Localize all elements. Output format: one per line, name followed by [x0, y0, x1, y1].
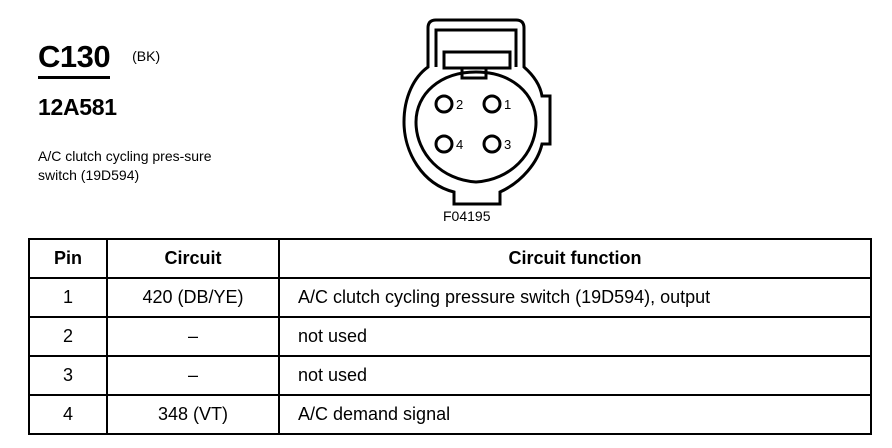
table-row: 3 – not used — [28, 355, 872, 396]
pin-label-4: 4 — [456, 137, 463, 152]
header-pin: Pin — [28, 238, 108, 279]
function-cell: not used — [278, 316, 872, 357]
function-cell: A/C clutch cycling pressure switch (19D5… — [278, 277, 872, 318]
function-cell: A/C demand signal — [278, 394, 872, 435]
pin-label-3: 3 — [504, 137, 511, 152]
header-circuit: Circuit — [106, 238, 280, 279]
pin-label-1: 1 — [504, 97, 511, 112]
table-row: 2 – not used — [28, 316, 872, 357]
latch-bar — [442, 50, 512, 70]
connector-id: C130 — [38, 40, 111, 79]
connector-body-outline — [402, 18, 552, 206]
circuit-cell: 420 (DB/YE) — [106, 277, 280, 318]
function-cell: not used — [278, 355, 872, 396]
pin-cell: 4 — [28, 394, 108, 435]
pin-cell: 1 — [28, 277, 108, 318]
table-header-row: Pin Circuit Circuit function — [28, 238, 872, 279]
pin-label-2: 2 — [456, 97, 463, 112]
connector-face-outline — [414, 70, 538, 184]
latch-outline — [434, 28, 518, 67]
connector-face-diagram: 2 1 4 3 — [402, 18, 552, 206]
pin-cavity-2 — [434, 94, 454, 114]
table-row: 4 348 (VT) A/C demand signal — [28, 394, 872, 435]
figure-id: F04195 — [443, 208, 491, 224]
circuit-cell: 348 (VT) — [106, 394, 280, 435]
pin-cavity-3 — [482, 134, 502, 154]
pin-table: Pin Circuit Circuit function 1 420 (DB/Y… — [28, 238, 872, 435]
pin-cavity-4 — [434, 134, 454, 154]
circuit-cell: – — [106, 316, 280, 357]
connector-description: A/C clutch cycling pres-sure switch (19D… — [38, 148, 212, 183]
header-circuit-function: Circuit function — [278, 238, 872, 279]
pin-cavity-1 — [482, 94, 502, 114]
connector-color: (BK) — [132, 48, 161, 64]
pin-cell: 3 — [28, 355, 108, 396]
connector-header: C130 (BK) — [38, 40, 160, 79]
table-row: 1 420 (DB/YE) A/C clutch cycling pressur… — [28, 277, 872, 318]
part-number: 12A581 — [38, 94, 117, 120]
pin-cell: 2 — [28, 316, 108, 357]
circuit-cell: – — [106, 355, 280, 396]
